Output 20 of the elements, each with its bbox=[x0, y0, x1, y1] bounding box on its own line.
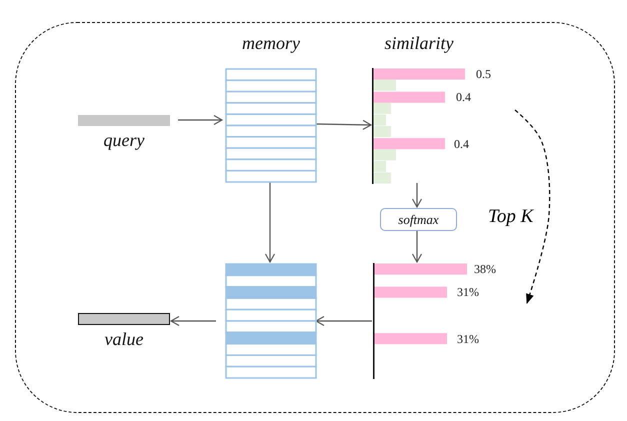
arrow bbox=[178, 114, 223, 126]
dashed-frame bbox=[15, 22, 615, 413]
arrow bbox=[170, 316, 216, 326]
value-label: 0.4 bbox=[456, 90, 471, 104]
process-box: softmax bbox=[380, 208, 457, 231]
value-label: 0.5 bbox=[476, 67, 491, 81]
value-label: 0.4 bbox=[454, 136, 469, 151]
dashed-arrow bbox=[514, 110, 550, 304]
value-label: 31% bbox=[457, 285, 479, 300]
arrow bbox=[315, 316, 372, 326]
node-label: memory bbox=[241, 33, 301, 53]
arrow bbox=[412, 183, 422, 208]
node-label: query bbox=[102, 130, 146, 150]
arrow bbox=[316, 120, 372, 130]
node-label: similarity bbox=[383, 33, 454, 53]
arrow bbox=[264, 182, 276, 263]
value-label: 38% bbox=[474, 262, 496, 276]
arrow bbox=[412, 230, 422, 263]
node-label: value bbox=[104, 329, 144, 349]
value-label: 31% bbox=[457, 332, 479, 346]
